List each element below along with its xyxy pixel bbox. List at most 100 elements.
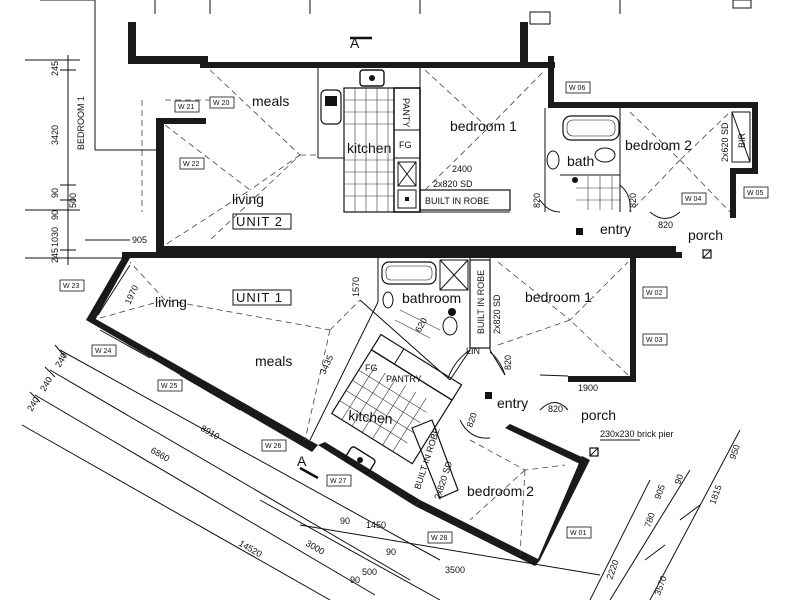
dim-820-d: 820 (503, 355, 513, 370)
room-label-u1-bedroom1: bedroom 1 (525, 289, 592, 305)
dim-90-a: 90 (50, 188, 60, 198)
window-tag: W 26 (261, 439, 287, 452)
dim-2220: 2220 (604, 558, 620, 580)
window-tag-box (565, 81, 591, 94)
unit-1 (86, 252, 682, 566)
window-tag-label: W 22 (183, 161, 199, 168)
ceiling-dashes-u2 (141, 69, 731, 246)
dim-14520: 14520 (237, 538, 264, 559)
built-in-robe-u1b (411, 419, 459, 499)
dim-3435: 3435 (318, 353, 336, 375)
dim-90-d: 90 (386, 547, 396, 557)
dim-820-a: 820 (532, 193, 542, 208)
window-tag-label: W 23 (63, 283, 79, 290)
unit-2-label: UNIT 2 (236, 214, 283, 229)
window-tag: W 28 (427, 531, 453, 544)
window-tag: W 21 (174, 100, 200, 113)
window-tag-box (743, 186, 769, 199)
window-tag-box (642, 286, 668, 299)
window-tag-box (209, 96, 235, 109)
window-tag-label: W 06 (569, 85, 585, 92)
room-label-u1-entry: entry (497, 395, 528, 411)
dim-245-top: 245 (50, 61, 60, 76)
dim-90-e: 90 (350, 575, 360, 585)
kitchen-sink-u2 (359, 69, 385, 87)
dim-90-f: 90 (672, 473, 685, 486)
door-swing-bath-u1 (447, 349, 471, 379)
pantry-label-u1: PANTRY (386, 374, 422, 384)
brick-pier-note: 230x230 brick pier (600, 429, 674, 439)
room-label-u1-meals: meals (255, 353, 292, 369)
top-border-lines (40, 0, 752, 40)
window-tag-label: W 26 (265, 443, 281, 450)
dim-3500: 3500 (445, 565, 465, 575)
diagonal-dimensions (21, 344, 601, 600)
unit-2-label-box: UNIT 2 (232, 213, 292, 230)
window-tag-box (174, 100, 200, 113)
shower-u1 (439, 259, 469, 291)
bathtub-inner (566, 119, 616, 137)
window-tag: W 25 (157, 379, 183, 392)
dim-905-a: 905 (132, 235, 147, 245)
window-tag: W 24 (91, 344, 117, 357)
dim-950: 950 (727, 443, 742, 461)
window-tag-box (642, 333, 668, 346)
toilet-icon (546, 150, 560, 170)
drain-icon (572, 177, 578, 183)
dim-1030: 1030 (50, 227, 60, 247)
window-tag-label: W 27 (330, 478, 346, 485)
room-label-u2-living: living (232, 191, 264, 207)
kitchen-tile-grid-u1 (330, 333, 463, 465)
unit-2 (128, 22, 758, 259)
robe-label-u2: BUILT IN ROBE (425, 196, 489, 206)
bir-label: BIR (737, 132, 747, 148)
window-tag: W 27 (326, 474, 352, 487)
section-marker-bottom: A (297, 453, 307, 469)
dim-1450: 1450 (366, 520, 386, 530)
room-label-u1-kitchen: kitchen (348, 407, 394, 427)
room-label-u2-kitchen: kitchen (347, 140, 391, 156)
window-tag: W 20 (209, 96, 235, 109)
ceiling-dashes-u1 (99, 261, 629, 556)
shower-grid-u2 (576, 176, 620, 210)
kitchen-tile-grid-u2 (343, 87, 421, 213)
door-swing-porch-u1 (539, 402, 569, 411)
dim-240-b: 240 (38, 375, 54, 393)
fg-label-u2: FG (399, 140, 412, 150)
door-swing-bath-u2 (539, 199, 561, 213)
room-label-u2-bath: bath (567, 153, 594, 169)
right-dimensions (589, 429, 741, 600)
window-tag-box (326, 474, 352, 487)
bathtub-u1 (381, 261, 437, 285)
dim-1900: 1900 (578, 383, 598, 393)
window-tag-box (261, 439, 287, 452)
dim-905-b: 905 (652, 483, 667, 501)
built-in-robe-u1a (469, 259, 491, 349)
window-frames-u1 (91, 261, 241, 411)
window-tag-label: W 25 (161, 383, 177, 390)
window-tag: W 05 (743, 186, 769, 199)
drain-u1 (448, 308, 456, 316)
window-tag-label: W 28 (431, 535, 447, 542)
dim-820-f: 820 (464, 411, 479, 429)
basin-u1 (442, 316, 458, 336)
room-label-u2-bedroom1: bedroom 1 (450, 118, 517, 134)
robe-label-u1a: BUILT IN ROBE (476, 270, 486, 334)
lin-label: LIN (466, 346, 480, 356)
bathtub-u1-inner (385, 265, 433, 281)
unit-1-label: UNIT 1 (236, 290, 283, 305)
window-tag-label: W 20 (213, 100, 229, 107)
brick-pier-u1 (589, 447, 599, 457)
room-label-u2-entry: entry (600, 221, 631, 237)
entry-marker-u2 (576, 228, 583, 235)
dim-820-e: 820 (548, 404, 563, 414)
section-marker-top: A (350, 35, 360, 51)
dim-820-c: 820 (658, 220, 673, 230)
dim-500: 500 (68, 193, 78, 208)
brick-pier-u2 (702, 249, 712, 259)
room-label-u1-bathroom: bathroom (402, 290, 461, 306)
toilet-u1 (382, 291, 394, 309)
room-label-u2-bedroom2: bedroom 2 (625, 137, 692, 153)
window-tag-box (59, 279, 85, 292)
window-tag-box (566, 526, 592, 539)
